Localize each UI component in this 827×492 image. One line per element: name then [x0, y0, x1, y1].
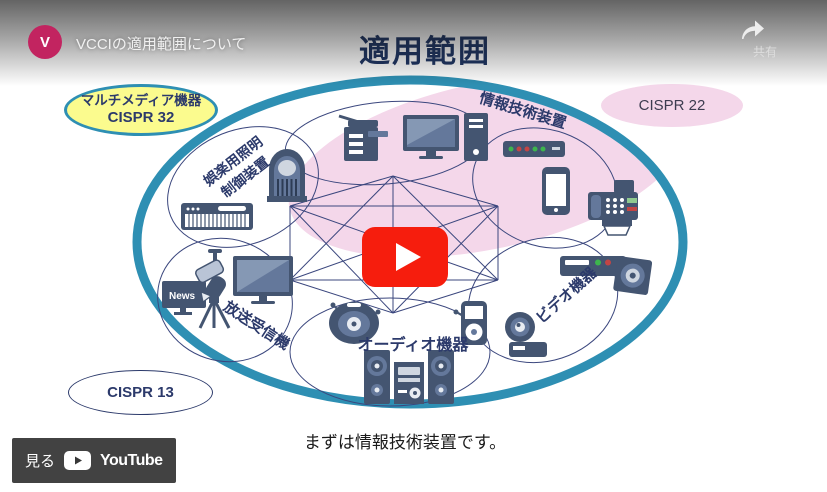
cd-player-icon [327, 297, 381, 345]
watch-on-youtube-button[interactable]: 見る YouTube [12, 438, 176, 483]
studio-light-icon [186, 249, 236, 331]
slide-caption: まずは情報技術装置です。 [303, 433, 507, 452]
portable-player-icon [452, 300, 488, 346]
network-switch-icon [502, 136, 566, 162]
tv-icon [232, 255, 294, 305]
cluster-lighting [167, 126, 319, 248]
interconnection-mesh [289, 175, 499, 314]
camcorder-icon [503, 310, 549, 362]
copier-icon [334, 110, 390, 164]
pc-tower-icon [463, 112, 489, 162]
svg-text:News: News [169, 291, 196, 302]
cluster-broadcast [157, 237, 293, 363]
cluster-audio [289, 297, 491, 407]
play-button[interactable] [362, 227, 448, 287]
jukebox-icon [266, 146, 308, 203]
youtube-wordmark: YouTube [100, 451, 163, 469]
keyboard-icon [180, 198, 254, 232]
play-icon [395, 243, 421, 271]
share-label: 共有 [752, 45, 777, 59]
video-title[interactable]: VCCIの適用範囲について [76, 36, 247, 53]
share-button[interactable]: 共有 [739, 18, 791, 60]
channel-avatar[interactable]: V [28, 25, 62, 59]
label-audio-equipment: オーディオ機器 [357, 337, 469, 354]
monitor-icon [402, 114, 460, 160]
watch-label: 見る [25, 453, 56, 470]
news-monitor-icon: News [161, 280, 207, 318]
video-header-overlay: V VCCIの適用範囲について 共有 [0, 0, 827, 86]
smartphone-icon [541, 166, 571, 216]
youtube-logo-icon [64, 451, 92, 470]
badge-cispr22: CISPR 22 [601, 84, 743, 127]
fax-icon [584, 179, 642, 237]
badge-multimedia-cispr32: マルチメディア機器 CISPR 32 [64, 84, 218, 136]
dvd-player-icon [560, 251, 652, 298]
badge-cispr13: CISPR 13 [68, 370, 213, 415]
share-arrow-icon [742, 20, 764, 39]
stereo-system-icon [364, 347, 454, 404]
